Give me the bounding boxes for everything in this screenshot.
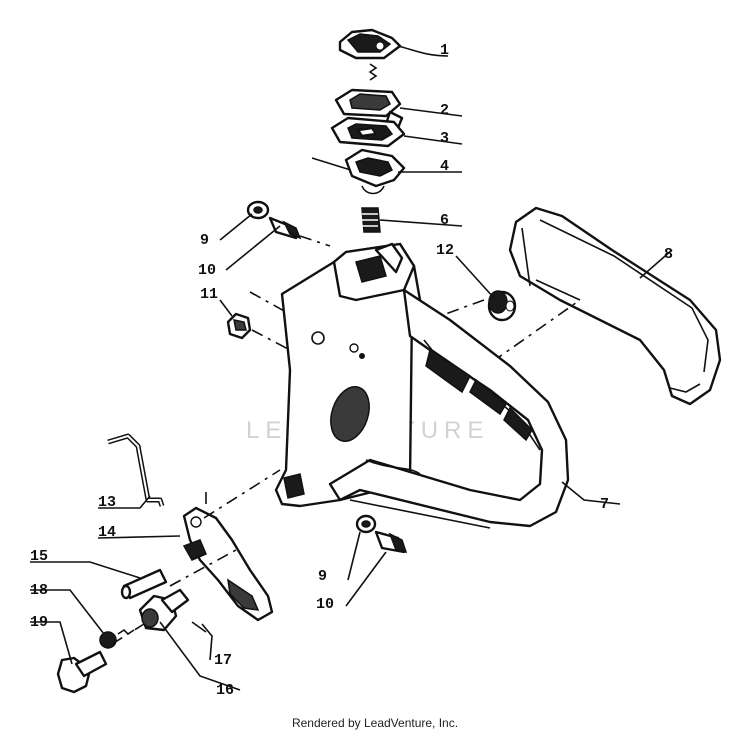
callout-2: 2 [440,102,449,119]
part-15-pin [120,568,168,600]
part-9-washer-bottom [355,514,377,534]
part-1-cover [338,28,402,60]
leader-11 [219,299,233,317]
part-spring-small [368,63,378,81]
callout-12: 12 [436,242,454,259]
footer-credit: Rendered by LeadVenture, Inc. [291,716,459,730]
leader-1 [397,45,449,57]
leader-18 [30,589,105,635]
part-12-grommet [487,290,517,322]
part-17-spring [191,621,207,633]
leader-10-bottom [345,551,387,607]
callout-10-bottom: 10 [316,596,334,613]
leader-6 [379,219,463,227]
callout-10-top: 10 [198,262,216,279]
callout-4: 4 [440,158,449,175]
leader-14 [97,535,181,539]
part-19-cap [56,650,108,694]
callout-16: 16 [216,682,234,699]
callout-9-top: 9 [200,232,209,249]
leader-17 [201,623,213,661]
part-13-link [107,433,165,507]
leader-12 [455,255,495,299]
leader-9-bottom [347,531,361,581]
part-3-gasket [330,116,406,148]
callout-14: 14 [98,524,116,541]
callout-1: 1 [440,42,449,59]
part-4-lever [311,148,406,188]
callout-18: 18 [30,582,48,599]
callout-15: 15 [30,548,48,565]
leader-2 [399,107,463,117]
callout-3: 3 [440,130,449,147]
part-6-spring [361,207,381,233]
leader-15 [30,561,141,579]
part-9-washer-top [246,200,270,220]
callout-13: 13 [98,494,116,511]
callout-6: 6 [440,212,449,229]
callout-8: 8 [664,246,673,263]
part-7-housing [274,242,570,529]
leader-16 [159,621,241,691]
part-11-nut [226,312,252,340]
part-16-lock [138,588,190,632]
part-2-plate [334,88,404,130]
leader-8 [639,249,673,279]
part-10-screw-top [268,216,302,240]
callout-7: 7 [600,496,609,513]
leader-13 [98,495,151,509]
part-14-trigger [182,506,274,622]
callout-17: 17 [214,652,232,669]
leader-10-top [225,225,281,271]
part-10-screw-bottom [374,530,408,554]
leader-7 [561,481,621,505]
callout-9-bottom: 9 [318,568,327,585]
part-8-grip [508,206,722,406]
leader-3 [403,135,463,145]
callout-11: 11 [200,286,218,303]
leader-19 [30,621,73,665]
leader-9-top [219,213,253,241]
part-clip [361,185,385,195]
callout-19: 19 [30,614,48,631]
